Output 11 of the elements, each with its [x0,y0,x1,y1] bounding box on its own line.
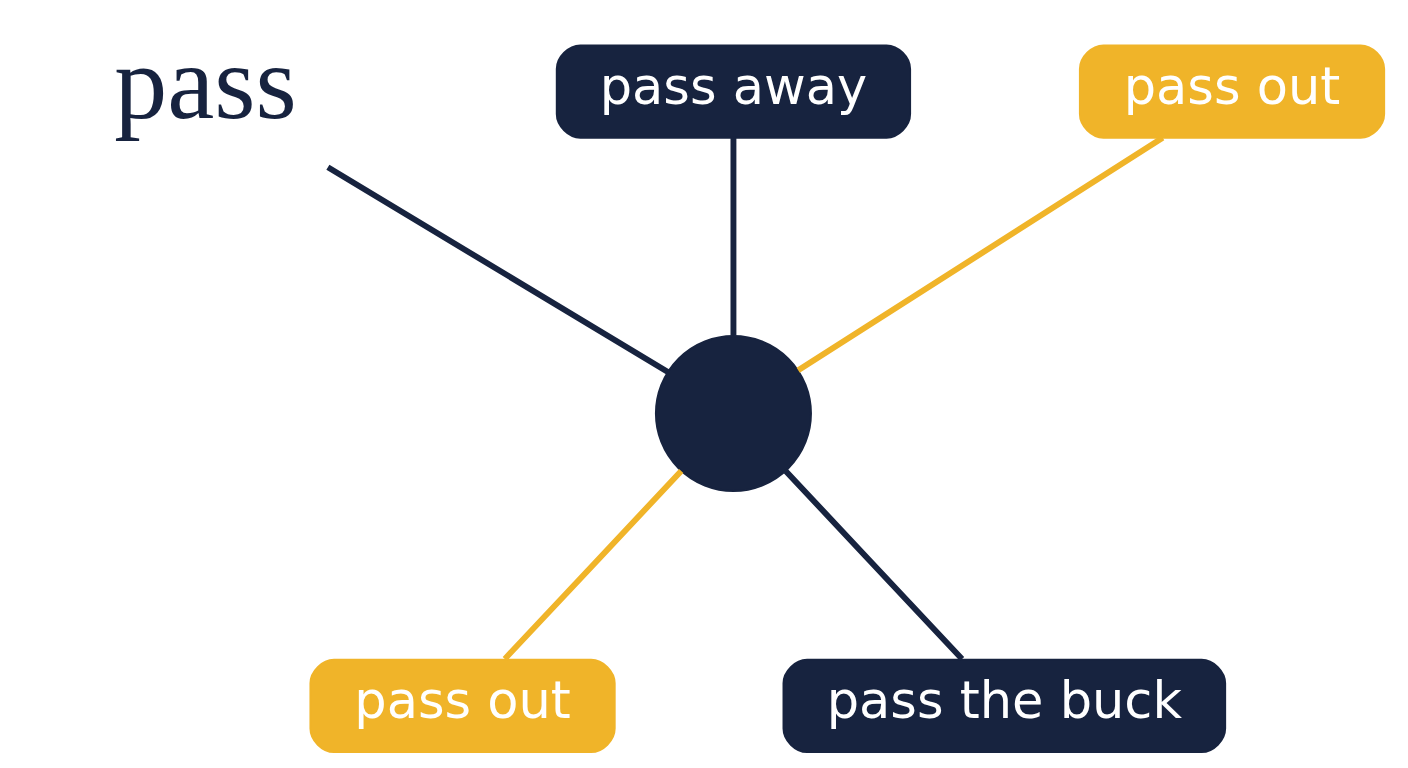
connector [796,135,1165,373]
node-box: pass out [1078,44,1386,139]
node-box: pass out [309,658,616,754]
connector [326,164,670,375]
connector [783,469,965,661]
node-box: pass the buck [782,658,1227,754]
node-text: pass [114,24,297,142]
node-circle [654,334,812,492]
node-box: pass away [555,44,912,139]
connector [730,137,737,336]
connector [502,469,684,661]
